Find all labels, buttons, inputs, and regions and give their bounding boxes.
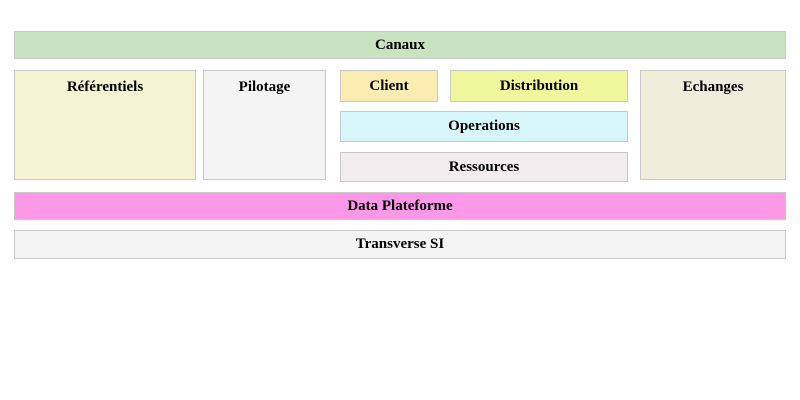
layer-pilotage[interactable]: Pilotage: [203, 70, 326, 180]
layer-data-plateforme[interactable]: Data Plateforme: [14, 192, 786, 220]
layer-client[interactable]: Client: [340, 70, 438, 102]
layer-echanges[interactable]: Echanges: [640, 70, 786, 180]
core-business-column: Client Distribution Operations Ressource…: [340, 70, 628, 182]
layer-transverse-si[interactable]: Transverse SI: [14, 230, 786, 259]
layer-operations[interactable]: Operations: [340, 111, 628, 142]
layer-distribution[interactable]: Distribution: [450, 70, 628, 102]
core-top-row: Client Distribution: [340, 70, 628, 102]
middle-layer-row: Référentiels Pilotage Client Distributio…: [14, 70, 786, 182]
layer-canaux[interactable]: Canaux: [14, 31, 786, 59]
layer-ressources[interactable]: Ressources: [340, 152, 628, 182]
architecture-diagram: Canaux Référentiels Pilotage Client Dist…: [14, 31, 786, 259]
layer-referentiels[interactable]: Référentiels: [14, 70, 196, 180]
